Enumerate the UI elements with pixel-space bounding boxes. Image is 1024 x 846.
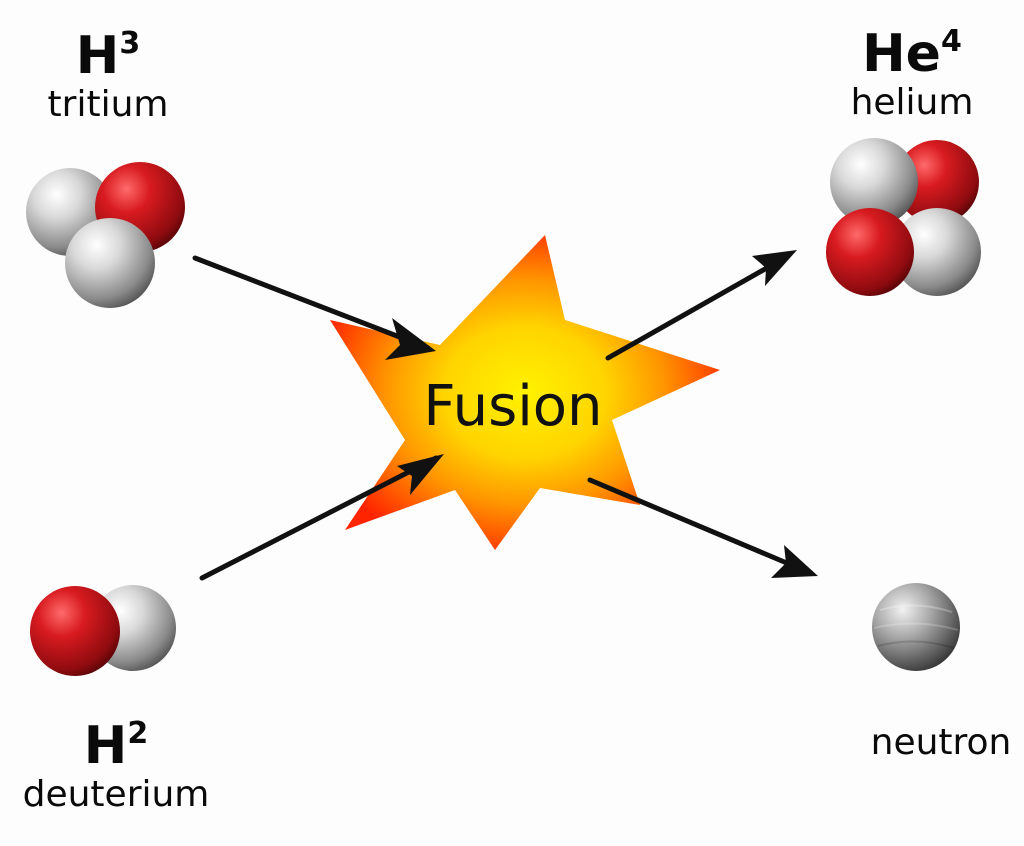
neutron-name: neutron [870,722,1012,763]
tritium-name: tritium [47,84,169,125]
helium-neutron-1 [830,138,918,226]
helium-name: helium [850,82,974,123]
arrowhead-helium [752,250,797,286]
arrowhead-deuterium [397,454,444,495]
deuterium-symbol: H2 [83,716,149,776]
tritium-neutron-2 [65,218,155,308]
deuterium-proton [30,586,120,676]
tritium-label: H3 tritium [28,28,188,126]
arrow-fusion-to-helium [605,253,791,361]
deuterium-label: H2 deuterium [6,718,226,816]
helium-symbol: He4 [862,24,962,84]
arrow-tritium-to-fusion [192,255,431,351]
arrowhead-neutron [771,545,818,578]
helium-label: He4 helium [822,26,1002,124]
neutron-label: neutron [860,722,1022,764]
arrow-fusion-to-neutron [587,477,811,575]
tritium-nucleus [26,162,185,308]
helium-proton-1 [895,140,979,224]
deuterium-nucleus [30,585,176,676]
arrow-deuterium-to-fusion [199,455,439,581]
arrows [192,250,818,581]
helium-nucleus [826,138,981,296]
neutron-particle [872,583,960,671]
helium-neutron-2 [893,208,981,296]
helium-proton-2 [826,208,914,296]
tritium-symbol: H3 [75,26,141,86]
arrowhead-tritium [385,318,436,360]
fusion-label: Fusion [423,374,602,439]
deuterium-name: deuterium [22,774,210,815]
